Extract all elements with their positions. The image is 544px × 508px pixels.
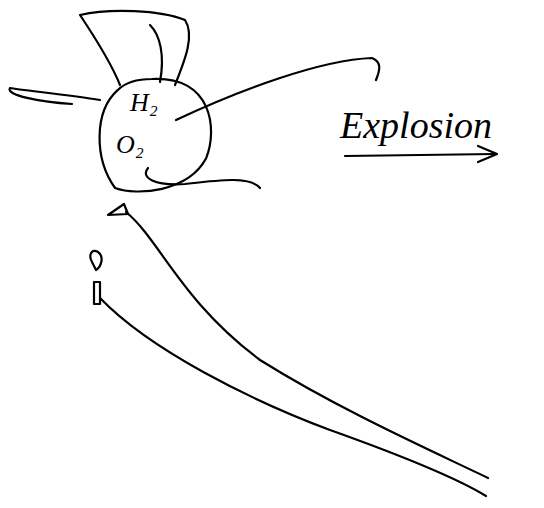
arrow-head [478, 146, 497, 162]
balloon-strand [150, 25, 162, 82]
reaction-label: Explosion [340, 106, 492, 144]
match-stick [94, 282, 100, 304]
gas-formula: O₂ [116, 132, 144, 158]
balloon-string [126, 212, 488, 478]
balloon-strand [10, 88, 100, 104]
balloon-strand [146, 168, 260, 188]
balloon-strand [80, 11, 189, 85]
balloon-string [100, 298, 486, 496]
gas-formula: H₂ [130, 90, 158, 116]
reaction-arrow [345, 154, 495, 156]
balloon-knot [108, 204, 128, 215]
balloon-shape: H₂ O₂ [92, 76, 220, 194]
flame-symbol [90, 251, 101, 270]
balloon-outline-path [100, 79, 212, 192]
